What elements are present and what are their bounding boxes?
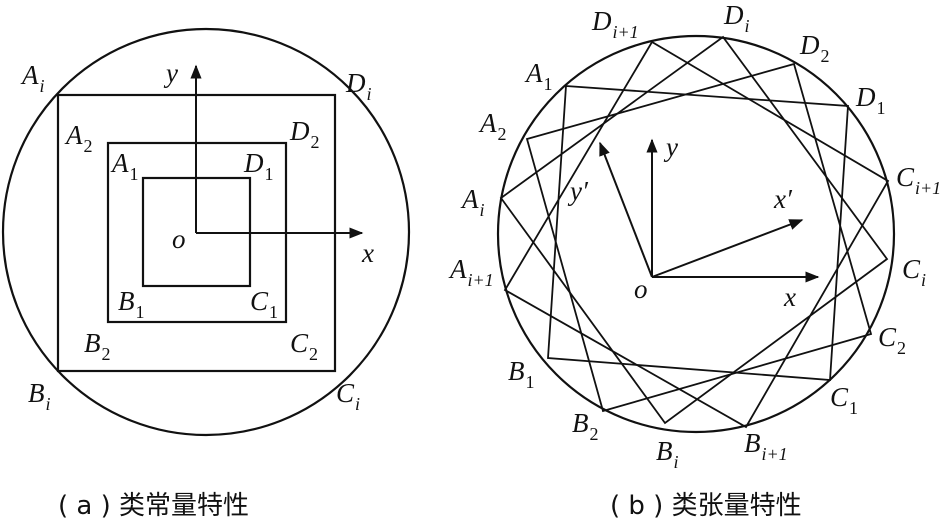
- panel-b-label-Ci1: Ci+1: [896, 162, 941, 198]
- panel-a-label-C2: C2: [290, 328, 318, 364]
- panel-b-label-A1: A1: [524, 58, 553, 94]
- panel-a-label-Ci: Ci: [336, 378, 360, 414]
- panel-a-label-D1: D1: [243, 148, 274, 184]
- panel-b-y-prime-axis: [599, 141, 653, 278]
- panel-b-x-prime-axis: [651, 219, 804, 278]
- panel-a-axis-y-label: y: [163, 58, 178, 88]
- panel-b-label-Bi1: Bi+1: [744, 428, 788, 464]
- panel-b-label-A2: A2: [478, 108, 507, 144]
- panel-a-label-Bi: Bi: [28, 378, 51, 414]
- panel-b-square-1: [547, 85, 849, 381]
- panel-b-label-B1: B1: [508, 356, 535, 392]
- panel-a-circle: [1, 27, 411, 437]
- panel-a-origin-label: o: [172, 224, 186, 254]
- panel-b-label-Di1: Di+1: [591, 6, 639, 42]
- panel-b-label-Di: Di: [723, 0, 750, 36]
- panel-b-label-Ai: Ai: [460, 184, 485, 220]
- panel-a-label-A1: A1: [110, 148, 139, 184]
- panel-b-origin-label: o: [634, 274, 648, 304]
- panel-a-axis-x-label: x: [361, 238, 374, 268]
- panel-b: y x y′ x′ o Di+1 Di D2 D1 A1 A2 Ai Ai+1 …: [448, 0, 941, 521]
- panel-a-label-B2: B2: [84, 328, 111, 364]
- panel-b-square-4: [503, 40, 890, 429]
- panel-b-circle: [496, 34, 896, 434]
- panel-b-caption: ( b ) 类张量特性: [610, 491, 802, 521]
- panel-b-label-D1: D1: [855, 82, 886, 118]
- panel-b-label-Bi: Bi: [656, 436, 679, 472]
- panel-b-axis-y-prime-label: y′: [567, 176, 589, 206]
- panel-b-axis-x-prime-label: x′: [773, 184, 793, 214]
- panel-a-label-Ai: Ai: [20, 60, 45, 96]
- panel-a-caption: ( a ) 类常量特性: [58, 491, 249, 521]
- panel-a-label-C1: C1: [250, 286, 278, 322]
- panel-b-square-3: [499, 35, 889, 425]
- panel-b-label-Ai1: Ai+1: [448, 254, 494, 290]
- panel-a: y x o Ai Di Bi Ci A2 D2 B2 C2 A1 D1 B1 C…: [1, 27, 411, 521]
- panel-b-label-Ci: Ci: [902, 254, 926, 290]
- panel-b-square-2: [525, 62, 873, 413]
- panel-a-label-A2: A2: [64, 120, 93, 156]
- panel-a-label-D2: D2: [289, 116, 320, 152]
- panel-a-label-Di: Di: [345, 68, 372, 104]
- panel-b-axis-x-label: x: [783, 282, 796, 312]
- panel-b-label-D2: D2: [799, 30, 830, 66]
- panel-b-label-C2: C2: [878, 322, 906, 358]
- panel-b-label-B2: B2: [572, 408, 599, 444]
- panel-b-label-C1: C1: [830, 382, 858, 418]
- panel-b-axis-y-label: y: [663, 132, 678, 162]
- panel-a-label-B1: B1: [118, 286, 145, 322]
